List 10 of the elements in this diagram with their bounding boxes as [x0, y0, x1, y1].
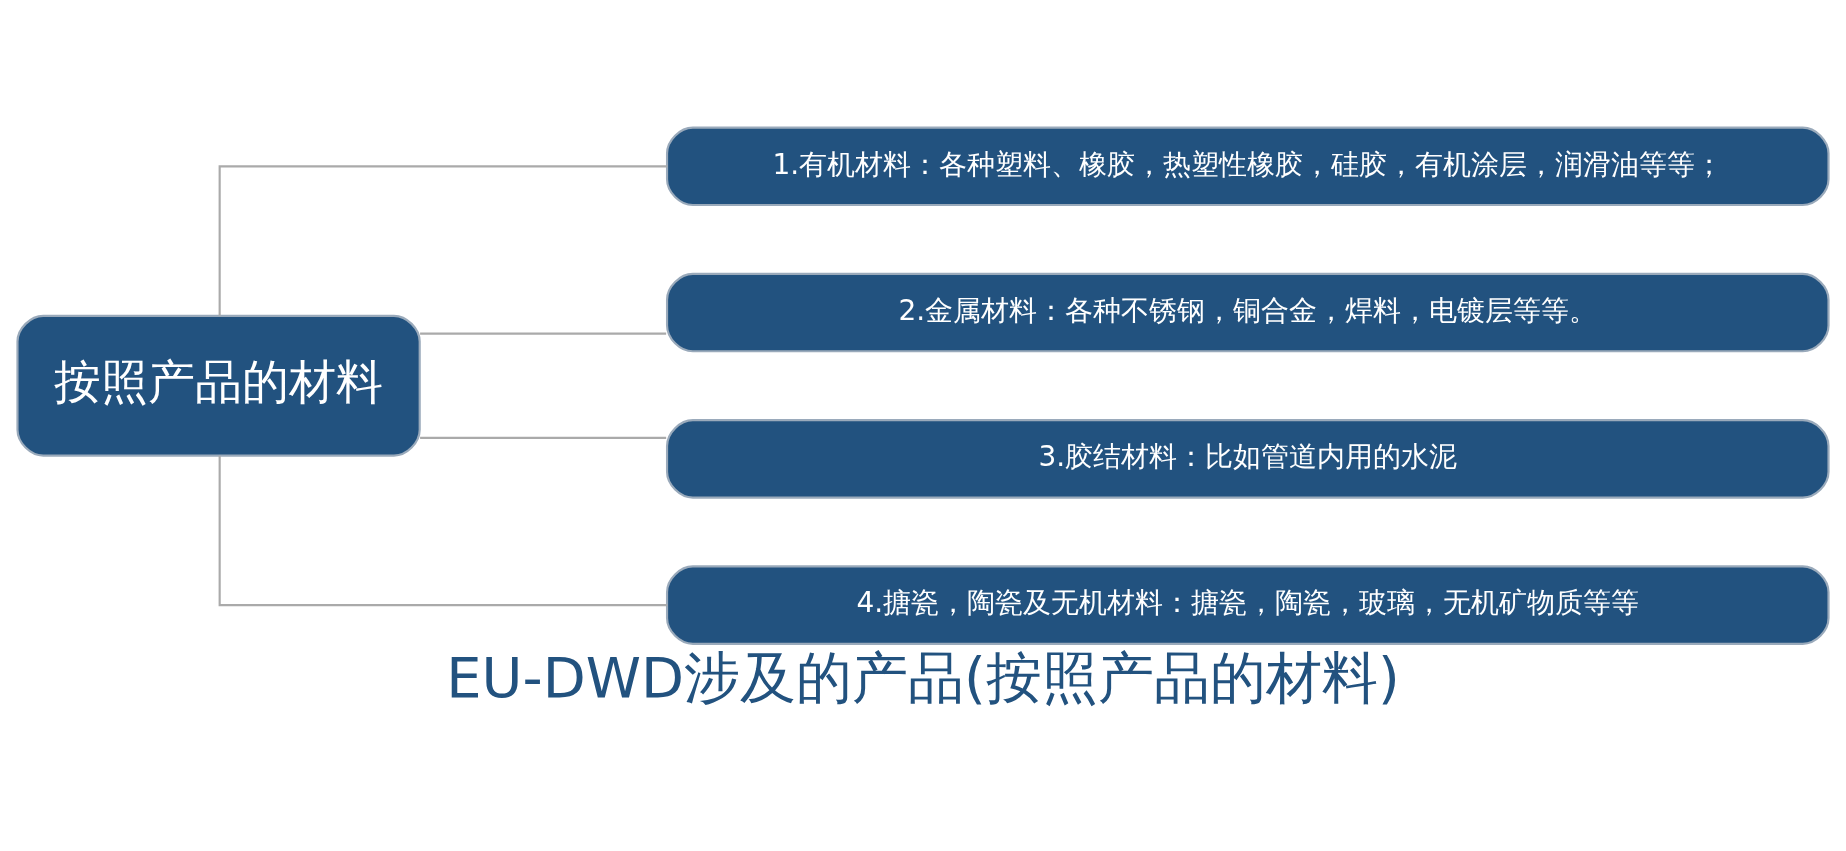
node-box: 3.胶结材料：比如管道内用的水泥 — [665, 419, 1830, 499]
connector — [218, 455, 667, 607]
node-box: 2.金属材料：各种不锈钢，铜合金，焊料，电镀层等等。 — [665, 272, 1830, 353]
connector — [218, 165, 667, 316]
node-box: 4.搪瓷，陶瓷及无机材料：搪瓷，陶瓷，玻璃，无机矿物质等等 — [665, 565, 1830, 645]
node-box: 按照产品的材料 — [16, 314, 421, 457]
connector — [420, 332, 667, 335]
connector — [420, 436, 667, 439]
caption: EU-DWD涉及的产品(按照产品的材料) — [446, 645, 1400, 711]
node-box: 1.有机材料：各种塑料、橡胶，热塑性橡胶，硅胶，有机涂层，润滑油等等； — [665, 126, 1830, 207]
